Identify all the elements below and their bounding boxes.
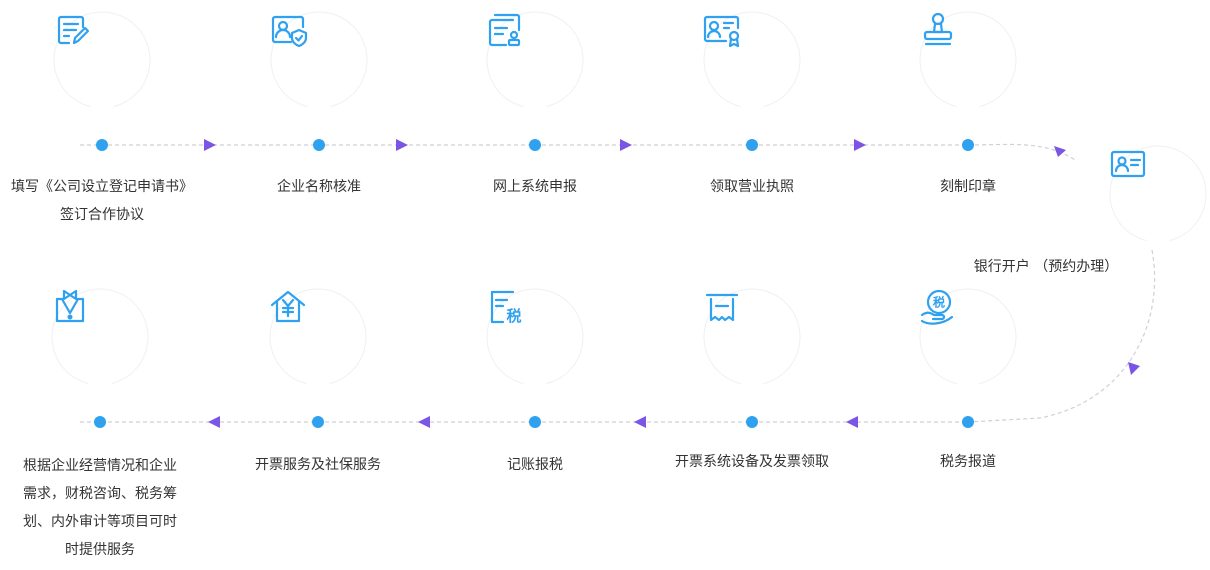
step-7-label: 税务报道 bbox=[940, 454, 996, 470]
invoice-printer-icon bbox=[705, 293, 739, 322]
step-10-bubble bbox=[268, 287, 368, 397]
step-8-label: 开票系统设备及发票领取 bbox=[675, 454, 829, 470]
step-2-label: 企业名称核准 bbox=[277, 179, 361, 195]
step-3-dot bbox=[529, 139, 541, 151]
flow-arrow bbox=[1128, 362, 1140, 375]
step-1-bubble bbox=[52, 10, 152, 120]
step-10-label: 开票服务及社保服务 bbox=[255, 457, 381, 473]
tax-hand-icon: 税 bbox=[920, 289, 954, 325]
flow-arrow bbox=[396, 139, 408, 151]
step-5-label: 刻制印章 bbox=[940, 179, 996, 195]
service-person-icon bbox=[55, 289, 85, 323]
flow-arrow bbox=[418, 416, 430, 428]
step-11-bubble bbox=[50, 287, 150, 397]
tax-document-icon: 税 bbox=[490, 290, 522, 325]
flow-arrow bbox=[208, 416, 220, 428]
flow-arrow bbox=[846, 416, 858, 428]
flow-arrow bbox=[620, 139, 632, 151]
step-11-label: 根据企业经营情况和企业需求，财税咨询、税务筹划、内外审计等项目可时时提供服务 bbox=[23, 458, 177, 558]
step-7-bubble: 税 bbox=[918, 287, 1018, 397]
step-6-bubble bbox=[1108, 144, 1208, 254]
id-card-shield-icon bbox=[271, 15, 308, 48]
flow-arrow bbox=[204, 139, 216, 151]
business-license-icon bbox=[703, 15, 740, 48]
step-6-label: 银行开户 （预约办理） bbox=[973, 259, 1119, 275]
form-edit-icon bbox=[57, 15, 90, 45]
step-9-dot bbox=[529, 416, 541, 428]
step-4-bubble bbox=[702, 10, 802, 120]
step-8-dot bbox=[746, 416, 758, 428]
step-8-bubble bbox=[702, 287, 802, 397]
stamp-icon bbox=[923, 12, 953, 46]
house-yuan-icon bbox=[270, 290, 306, 323]
step-3-bubble bbox=[485, 10, 585, 120]
step-2-dot bbox=[313, 139, 325, 151]
step-11-dot bbox=[94, 416, 106, 428]
step-4-label: 领取营业执照 bbox=[710, 179, 794, 195]
step-2-bubble bbox=[269, 10, 369, 120]
step-5-bubble bbox=[918, 10, 1018, 120]
flow-arrow bbox=[634, 416, 646, 428]
bank-card-icon bbox=[1110, 150, 1146, 178]
svg-text:税: 税 bbox=[933, 295, 945, 310]
flow-arrow bbox=[1054, 146, 1066, 157]
step-7-dot bbox=[962, 416, 974, 428]
step-5-dot bbox=[962, 139, 974, 151]
step-10-dot bbox=[312, 416, 324, 428]
flow-arrow bbox=[854, 139, 866, 151]
svg-text:税: 税 bbox=[506, 307, 521, 325]
step-9-label: 记账报税 bbox=[507, 457, 563, 473]
step-9-bubble: 税 bbox=[485, 287, 585, 397]
online-document-icon bbox=[488, 13, 521, 47]
step-3-label: 网上系统申报 bbox=[493, 179, 577, 195]
step-1-dot bbox=[96, 139, 108, 151]
step-4-dot bbox=[746, 139, 758, 151]
step-1-label: 填写《公司设立登记申请书》签订合作协议 bbox=[11, 179, 193, 223]
